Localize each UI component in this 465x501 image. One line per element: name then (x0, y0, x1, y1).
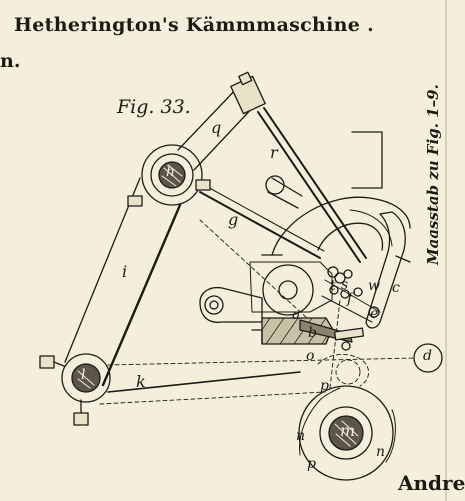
scale-note: Maasstab zu Fig. 1–9. (424, 84, 442, 265)
label-e: e (370, 306, 379, 322)
rod-r (257, 107, 367, 263)
label-a: a (292, 307, 301, 323)
bearing-l (39, 353, 111, 426)
curved-housing (271, 196, 411, 256)
arm-q (177, 84, 258, 171)
label-i: i (122, 262, 128, 281)
page-title: Hetherington's Kämmmaschine . (14, 14, 375, 36)
title-fragment: n. (0, 50, 21, 72)
label-d: d (423, 348, 432, 364)
bearing-h (141, 144, 203, 206)
set-screw-right (195, 179, 211, 191)
label-p-lower: p (307, 456, 316, 472)
label-l: l (81, 367, 86, 383)
label-c: c (392, 280, 400, 296)
label-o: o (306, 348, 315, 364)
label-h: h (166, 164, 176, 180)
curved-plate-c (365, 211, 411, 329)
label-p: p (320, 378, 329, 394)
blade-b (299, 306, 380, 351)
top-bracket (351, 131, 383, 189)
top-head (230, 71, 266, 115)
label-s: s (341, 277, 349, 293)
label-n-left: n (296, 428, 306, 444)
label-n-right: n (376, 444, 386, 460)
arm-g (199, 184, 325, 259)
detaching-rollers (321, 266, 381, 323)
label-b: b (308, 325, 317, 341)
label-f: f (347, 291, 353, 307)
label-m: m (340, 421, 356, 440)
author-fragment: Andre (398, 471, 465, 495)
lever-i (64, 177, 182, 387)
set-screw-left (127, 195, 143, 207)
upper-link (265, 175, 303, 209)
label-g: g (228, 210, 239, 229)
bracket-lever (199, 286, 263, 323)
label-r: r (270, 143, 278, 162)
figure-label: Fig. 33. (117, 96, 191, 118)
label-q: q (211, 118, 222, 137)
roller-d (413, 343, 443, 373)
gear-m (298, 385, 396, 481)
comb-cylinder (249, 254, 333, 316)
label-w: w (368, 278, 380, 294)
label-k: k (136, 372, 146, 391)
label-t: t (330, 278, 336, 294)
arm-k (107, 371, 301, 393)
